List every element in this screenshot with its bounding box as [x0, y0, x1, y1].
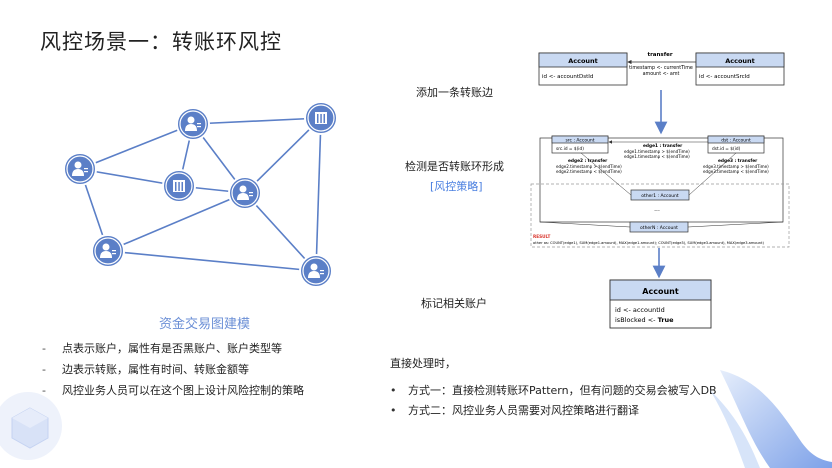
top-left-account-box: Account id <- accountDstId [539, 53, 627, 85]
otherN-account-box: otherN : Account [630, 222, 688, 232]
ribbon-decoration [650, 350, 832, 468]
box-title: Account [642, 287, 679, 296]
bullet-marker: • [390, 401, 408, 421]
ellipsis: ... [654, 206, 660, 213]
svg-text:dst.id = $(id): dst.id = $(id) [712, 146, 741, 152]
pattern-edge [689, 153, 736, 195]
other1-account-box: other1 : Account [631, 190, 689, 200]
svg-text:otherN : Account: otherN : Account [640, 225, 678, 231]
svg-text:timestamp <- currentTime: timestamp <- currentTime [629, 65, 693, 71]
box-body: id <- accountDstId [542, 74, 593, 80]
pattern-edge [688, 222, 783, 227]
svg-text:edge3.timestamp < $(endTime): edge3.timestamp < $(endTime) [703, 169, 769, 174]
svg-text:amount <- amt: amount <- amt [643, 71, 680, 77]
svg-text:src.id = $(id): src.id = $(id) [556, 146, 584, 152]
src-account-box: src : Account src.id = $(id) [552, 136, 608, 153]
svg-text:other1 : Account: other1 : Account [641, 193, 679, 199]
svg-text:src : Account: src : Account [565, 138, 594, 144]
box-title: Account [568, 57, 598, 65]
box-body: id <- accountSrcId [699, 74, 750, 80]
result-label: RESULT [533, 234, 550, 239]
bottom-account-box: Account id <- accountId isBlocked <- Tru… [610, 280, 711, 328]
box-title: Account [725, 57, 755, 65]
dst-account-box: dst : Account dst.id = $(id) [708, 136, 764, 153]
svg-text:edge1.timestamp < $(endTime): edge1.timestamp < $(endTime) [624, 154, 690, 159]
svg-text:dst : Account: dst : Account [721, 138, 751, 144]
top-right-account-box: Account id <- accountSrcId [696, 53, 784, 85]
bullet-marker: • [390, 381, 408, 401]
svg-text:id <- accountId: id <- accountId [615, 306, 665, 314]
svg-text:isBlocked <- True: isBlocked <- True [615, 316, 674, 324]
pattern-edge [540, 222, 630, 227]
svg-text:edge2.timestamp < $(endTime): edge2.timestamp < $(endTime) [556, 169, 622, 174]
cube-decoration [0, 380, 90, 468]
transfer-edge-label: transfer [647, 52, 672, 58]
result-text: other as: COUNT(edge1), SUM(edge1.amount… [533, 241, 764, 245]
